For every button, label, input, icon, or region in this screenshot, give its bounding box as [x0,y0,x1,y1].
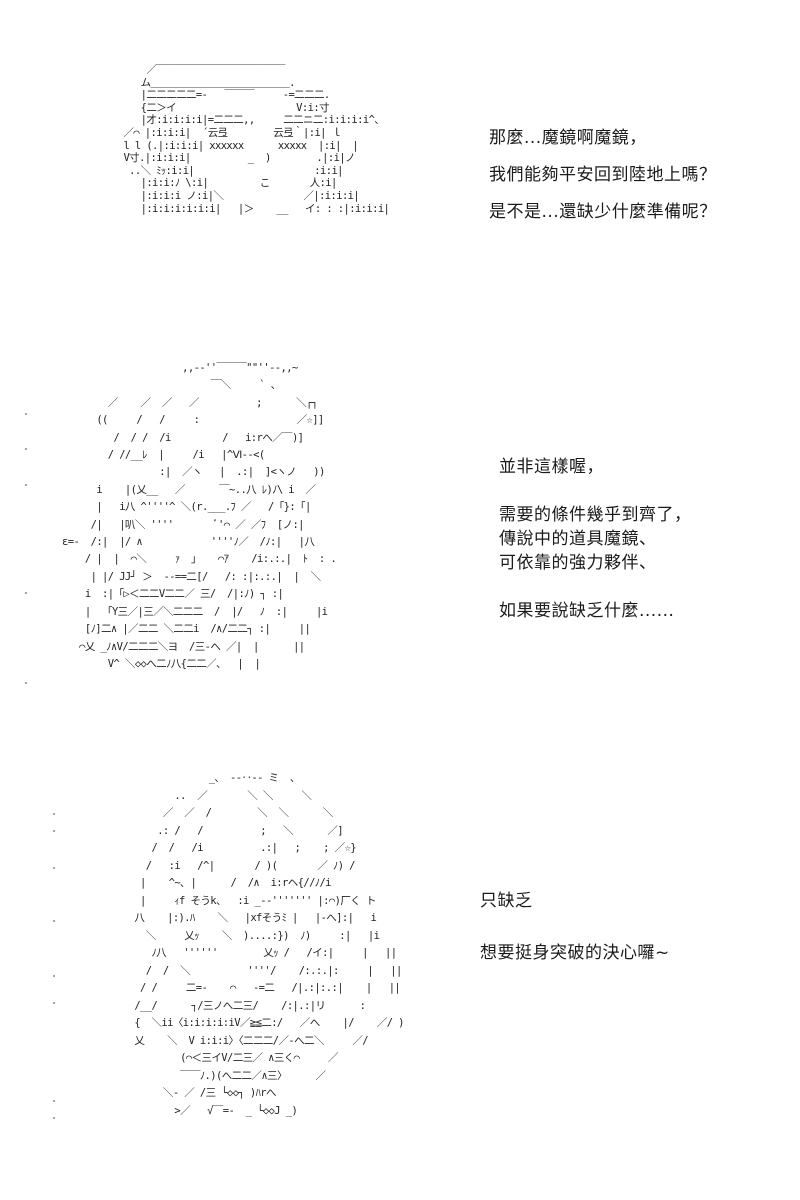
margin-dot [53,920,55,922]
ascii-art-character-3: _、 ‐‐‥‐‐ ミ 、 .. ／ ＼ ＼ ＼ ／ ／ / ＼ ＼ ＼ .: /… [134,772,404,1117]
dialogue-line [480,914,670,940]
dialogue-line: 可依靠的強力夥伴、 [499,553,657,573]
dialogue-line: 是不是...還缺少什麼準備呢？ [489,202,717,222]
dialogue-line [499,479,692,503]
margin-dot [53,867,55,869]
ascii-art-character-2: ,,-‐''￣￣￣""''‐-,,~ ￣＼ ` 、 ／ ／ ／ ／ ; ＼┌┐ … [62,362,337,670]
margin-dot [25,682,27,684]
dialogue-line: 那麼...魔鏡啊魔鏡， [489,128,647,148]
dialogue-line: 需要的條件幾乎到齊了， [499,505,692,525]
dialogue-block-1: 那麼...魔鏡啊魔鏡， 我們能夠平安回到陸地上嗎？ 是不是...還缺少什麼準備呢… [489,120,717,231]
dialogue-block-2: 並非這樣喔， 需要的條件幾乎到齊了， 傳說中的道具魔鏡、 可依靠的強力夥伴、 如… [499,455,692,623]
margin-dot [53,830,55,832]
margin-dot [25,448,27,450]
dialogue-line: 並非這樣喔， [499,457,604,477]
margin-dot [53,975,55,977]
margin-dot [53,1100,55,1102]
dialogue-line: 傳說中的道具魔鏡、 [499,529,657,549]
margin-dot [53,1002,55,1004]
dialogue-line: 想要挺身突破的決心囉~ [480,943,670,963]
dialogue-line: 我們能夠平安回到陸地上嗎？ [489,165,717,185]
margin-dot [53,813,55,815]
dialogue-block-3: 只缺乏 想要挺身突破的決心囉~ [480,888,670,966]
margin-dot [25,592,27,594]
margin-dot [53,1117,55,1119]
margin-dot [25,413,27,415]
dialogue-line [499,575,692,599]
margin-dot [25,484,27,486]
ascii-art-character-1: ／￣￣￣￣￣￣￣￣￣￣￣￣￣ ム＿＿＿＿＿＿＿＿＿＿＿＿＿＿. |二二二二二=-… [123,64,390,215]
dialogue-line: 只缺乏 [480,891,533,911]
dialogue-line: 如果要說缺乏什麼...... [499,601,675,621]
